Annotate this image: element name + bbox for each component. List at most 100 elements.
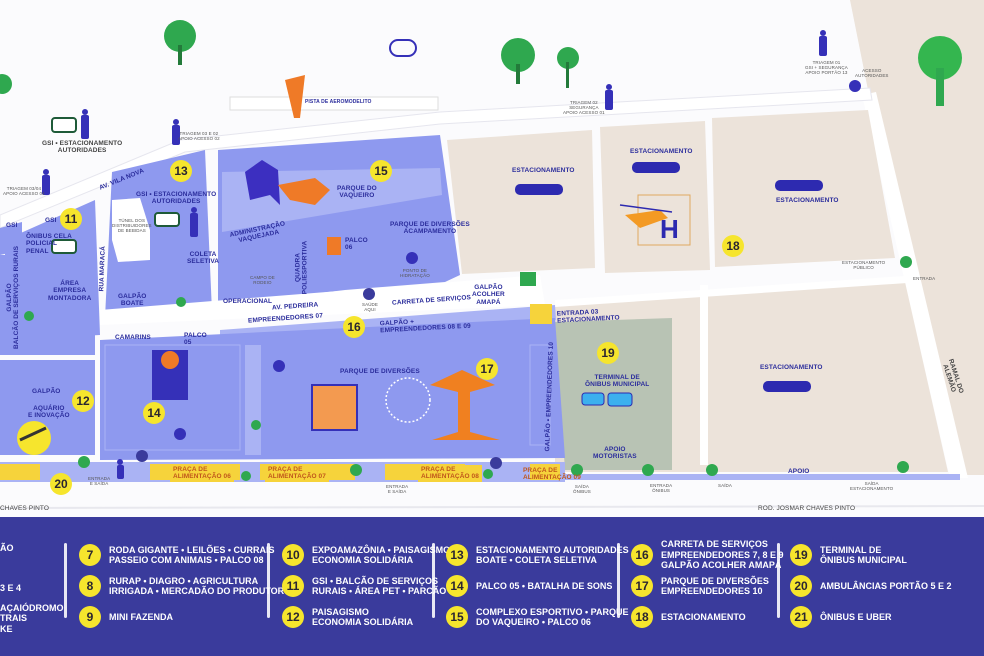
map-zones: H	[0, 0, 984, 509]
pista-aeromodelo	[229, 96, 439, 111]
entrada-saida-label: ENTRADA E SAÍDA	[88, 476, 111, 487]
gate-authorities-icon	[849, 80, 861, 92]
badge-12: 12	[72, 390, 94, 412]
legend-divider	[64, 543, 67, 618]
legend-item: 18 ESTACIONAMENTO	[631, 603, 784, 631]
legend-item-text: PAISAGISMO ECONOMIA SOLIDÁRIA	[312, 606, 414, 627]
saida-onibus-label: SAÍDA ÔNIBUS	[573, 484, 591, 495]
hydration-point-icon	[174, 252, 418, 440]
legend-number-badge: 21	[790, 606, 812, 628]
palco06-label: PALCO 06	[345, 237, 368, 252]
triagem-label: TRIAGEM 03 E 02 APOIO ACESSO 02	[178, 131, 220, 142]
apoio-label: APOIO	[788, 468, 810, 475]
legend-number-badge: 10	[282, 544, 304, 566]
badge-11: 11	[60, 208, 82, 230]
parking-1	[447, 130, 595, 274]
estacionamento-label-3: ESTACIONAMENTO	[776, 197, 839, 204]
apoio-motoristas-label: APOIO MOTORISTAS	[593, 446, 637, 461]
legend-divider	[617, 543, 620, 618]
badge-18: 18	[722, 235, 744, 257]
bull-icon	[278, 178, 330, 205]
acesso-autoridades-label: ACESSO AUTORIDADES	[855, 68, 889, 79]
road-ramal	[862, 92, 968, 478]
parque-vaqueiro-label: PARQUE DO VAQUEIRO	[337, 185, 377, 200]
road-rodovia: ROD. JOSMAR CHAVES PINTO	[758, 505, 856, 512]
legend-partial-text: AÇAIÓDROMO TRAIS KE	[0, 603, 64, 634]
parking-right-area	[850, 0, 984, 475]
legend-item-text: PALCO 05 • BATALHA DE SONS	[476, 580, 613, 591]
triagem-label: TRIAGEM 02 SEGURANÇA APOIO ACESSO 01	[563, 100, 605, 116]
legend-item-text: PARQUE DE DIVERSÕES EMPREENDEDORES 10	[661, 575, 769, 596]
entrada03-marker	[530, 304, 552, 324]
galpao-12-label: GALPÃO	[32, 388, 61, 395]
legend-item-text: ESTACIONAMENTO	[661, 611, 746, 622]
galpao-balcao-label: GALPÃO BALCÃO DE SERVIÇOS RURAIS	[6, 245, 21, 350]
road-14-17	[245, 345, 261, 455]
parque-acamp-label: PARQUE DE DIVERSÕES ACAMPAMENTO	[390, 221, 470, 236]
praca07-label: PRAÇA DE ALIMENTAÇÃO 07	[265, 465, 329, 482]
road-rodovia-left: CHAVES PINTO	[0, 505, 49, 512]
camarins-label: CAMARINS	[115, 334, 151, 341]
legend-number-badge: 9	[79, 606, 101, 628]
legend-item: 10 EXPOAMAZÔNIA • PAISAGISMO ECONOMIA SOL…	[282, 541, 450, 569]
estacionamento-label-1: ESTACIONAMENTO	[512, 167, 575, 174]
event-map: H P	[0, 0, 984, 512]
legend-number-badge: 18	[631, 606, 653, 628]
road-pedreira	[100, 275, 545, 325]
quadra-label: QUADRA POLIESPORTIVA	[294, 240, 309, 295]
badge-19: 19	[597, 342, 619, 364]
coleta-label: COLETA SELETIVA	[187, 251, 220, 266]
health-pin-icon	[136, 288, 502, 469]
galpao-acolher-label: GALPÃO ACOLHER AMAPÁ	[472, 284, 505, 306]
legend-column: 16 CARRETA DE SERVIÇOS EMPREENDEDORES 7, …	[631, 539, 784, 634]
triagem-label: TRIAGEM 01 GSI + SEGURANÇA APOIO PORTÃO …	[805, 60, 848, 76]
road-top	[0, 87, 873, 229]
palco06-icon	[327, 237, 341, 255]
legend-column: 10 EXPOAMAZÔNIA • PAISAGISMO ECONOMIA SOL…	[282, 541, 450, 634]
legend-partial-text: ÃO	[0, 543, 14, 553]
legend-number-badge: 16	[631, 544, 653, 566]
entrada-saida-label: ENTRADA E SAÍDA	[386, 484, 409, 495]
entrada-onibus-label: ENTRADA ÔNIBUS	[650, 483, 673, 494]
campo-label: CAMPO DE RODEIO	[250, 275, 275, 286]
legend-number-badge: 13	[446, 544, 468, 566]
legend-item-text: EXPOAMAZÔNIA • PAISAGISMO ECONOMIA SOLID…	[312, 544, 451, 565]
legend-item-text: GSI • BALCÃO DE SERVIÇOS RURAIS • ÁREA P…	[312, 575, 447, 596]
legend-item-text: ÔNIBUS E UBER	[820, 611, 892, 622]
estac-publico-label: ESTACIONAMENTO PÚBLICO	[842, 260, 886, 271]
badge-16: 16	[343, 316, 365, 338]
legend-item: 16 CARRETA DE SERVIÇOS EMPREENDEDORES 7, …	[631, 539, 784, 571]
onibus-cela-label: ÔNIBUS CELA POLICIAL PENAL	[26, 233, 72, 255]
motorbike-icon	[389, 39, 417, 57]
terminal-label: TERMINAL DE ÔNIBUS MUNICIPAL	[585, 374, 650, 389]
operacional-label: OPERACIONAL	[223, 298, 273, 305]
legend-item-text: AMBULÂNCIAS PORTÃO 5 E 2	[820, 580, 952, 591]
bouncy-castle-icon	[311, 384, 358, 431]
aquario-label: AQUÁRIO E INOVAÇÃO	[28, 405, 70, 420]
legend-item: 11 GSI • BALCÃO DE SERVIÇOS RURAIS • ÁREA…	[282, 572, 450, 600]
svg-text:H: H	[660, 214, 679, 244]
recycle-bin-icon	[520, 272, 536, 286]
legend-number-badge: 8	[79, 575, 101, 597]
badge-13: 13	[170, 160, 192, 182]
badge-14: 14	[143, 402, 165, 424]
legend-item-text: RODA GIGANTE • LEILÕES • CURRAIS PASSEIO…	[109, 544, 275, 565]
badge-20: 20	[50, 473, 72, 495]
road-inner-v	[700, 285, 708, 465]
zone-left-mid	[0, 300, 95, 355]
legend-partial-column: ÃO 3 E 4 AÇAIÓDROMO TRAIS KE	[0, 543, 64, 634]
badge-17: 17	[476, 358, 498, 380]
palco05-label: PALCO 05	[184, 332, 207, 347]
triagem-label: TRIAGEM 03/04 APOIO ACESSO 04	[3, 186, 45, 197]
legend-item-text: CARRETA DE SERVIÇOS EMPREENDEDORES 7, 8 …	[661, 539, 784, 571]
vehicle-icon	[51, 117, 823, 407]
tree-icon	[0, 74, 12, 94]
legend-number-badge: 11	[282, 575, 304, 597]
pista-label: PISTA DE AEROMODELITO	[305, 99, 372, 105]
legend-item: 21 ÔNIBUS E UBER	[790, 603, 952, 631]
